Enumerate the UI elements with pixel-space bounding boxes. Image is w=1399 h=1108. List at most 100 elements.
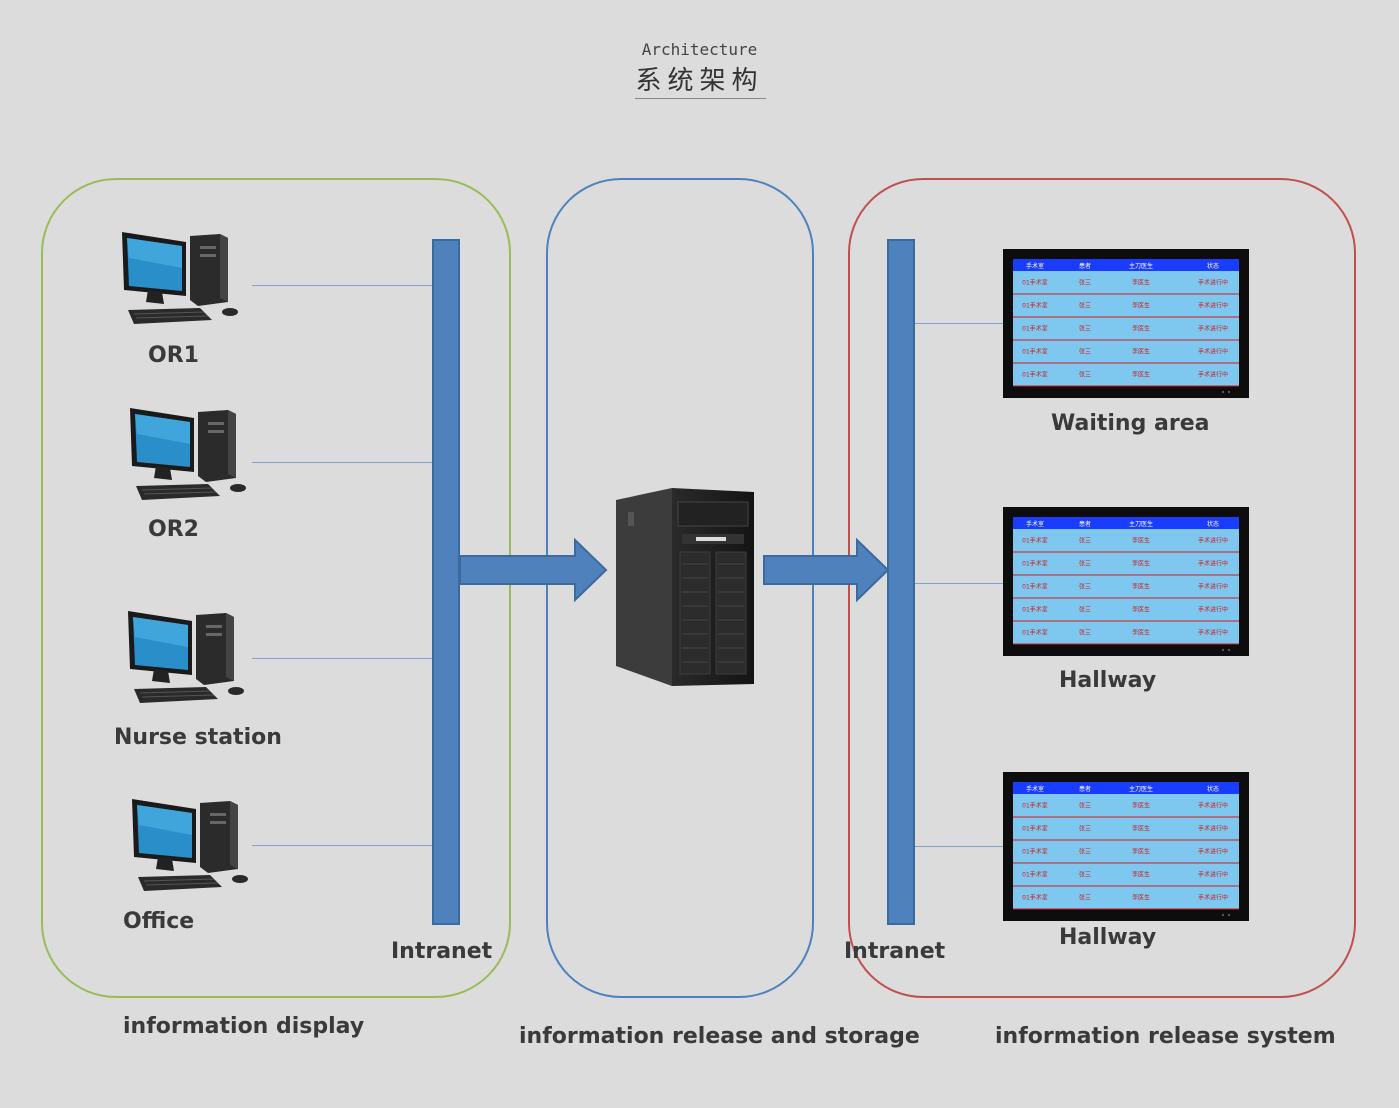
board-row-cell: 张三 <box>1079 825 1091 833</box>
board-header-cell: 患者 <box>1079 785 1091 793</box>
board-row-cell: 李医生 <box>1132 825 1150 833</box>
link-line-hallway-1 <box>913 583 1003 584</box>
board-header-cell: 状态 <box>1207 262 1219 270</box>
board-row-cell: 01手术室 <box>1022 802 1048 810</box>
link-line-office <box>252 845 433 846</box>
board-row-cell: 张三 <box>1079 871 1091 879</box>
board-header-cell: 主刀医生 <box>1129 262 1153 270</box>
board-row-cell: 手术进行中 <box>1198 629 1228 637</box>
board-row-cell: 手术进行中 <box>1198 871 1228 879</box>
board-row-cell: 手术进行中 <box>1198 583 1228 591</box>
board-row-cell: 手术进行中 <box>1198 894 1228 902</box>
board-row-cell: 张三 <box>1079 325 1091 333</box>
link-line-or2 <box>252 462 433 463</box>
board-row-cell: 李医生 <box>1132 894 1150 902</box>
board-row-cell: 01手术室 <box>1022 606 1048 614</box>
group-information-storage <box>546 178 814 998</box>
board-row-cell: 手术进行中 <box>1198 325 1228 333</box>
board-row-cell: 李医生 <box>1132 560 1150 568</box>
board-row-cell: 李医生 <box>1132 348 1150 356</box>
board-row-cell: 01手术室 <box>1022 848 1048 856</box>
board-header-cell: 患者 <box>1079 262 1091 270</box>
group-caption-information-display: information display <box>123 1014 365 1039</box>
board-row-cell: 张三 <box>1079 348 1091 356</box>
info-board-table: 手术室患者主刀医生状态01手术室张三李医生手术进行中01手术室张三李医生手术进行… <box>1003 249 1249 398</box>
desktop-computer-icon <box>122 232 238 324</box>
diagram-title-cn: 系统架构 <box>635 66 764 96</box>
board-header-cell: 主刀医生 <box>1129 520 1153 528</box>
display-label-hallway-1: Hallway <box>1059 668 1157 693</box>
board-row-cell: 张三 <box>1079 606 1091 614</box>
board-header-cell: 状态 <box>1207 520 1219 528</box>
group-information-release <box>848 178 1356 998</box>
computer-nurse-station <box>126 607 256 707</box>
board-row-cell: 李医生 <box>1132 325 1150 333</box>
board-row-cell: 手术进行中 <box>1198 371 1228 379</box>
board-row-cell: 张三 <box>1079 371 1091 379</box>
board-row-cell: 李医生 <box>1132 371 1150 379</box>
arrow-from-server <box>763 537 890 603</box>
board-row-cell: 01手术室 <box>1022 825 1048 833</box>
computer-label-or2: OR2 <box>148 517 199 542</box>
desktop-computer-icon <box>128 611 244 703</box>
board-row-cell: 01手术室 <box>1022 894 1048 902</box>
intranet-bus-left <box>432 239 460 925</box>
board-row-cell: 手术进行中 <box>1198 848 1228 856</box>
board-row-cell: 张三 <box>1079 279 1091 287</box>
board-row-cell: 手术进行中 <box>1198 302 1228 310</box>
info-board-table: 手术室患者主刀医生状态01手术室张三李医生手术进行中01手术室张三李医生手术进行… <box>1003 772 1249 921</box>
intranet-label-left: Intranet <box>391 939 493 964</box>
board-row-cell: 李医生 <box>1132 583 1150 591</box>
board-header-cell: 状态 <box>1207 785 1219 793</box>
computer-label-nurse-station: Nurse station <box>114 725 282 750</box>
board-row-cell: 手术进行中 <box>1198 560 1228 568</box>
board-header-cell: 手术室 <box>1026 785 1044 793</box>
computer-or1 <box>120 228 250 328</box>
group-information-display <box>41 178 511 998</box>
board-row-cell: 李医生 <box>1132 871 1150 879</box>
board-row-cell: 李医生 <box>1132 606 1150 614</box>
computer-office <box>130 795 260 895</box>
board-row-cell: 手术进行中 <box>1198 537 1228 545</box>
board-row-cell: 张三 <box>1079 302 1091 310</box>
board-row-cell: 张三 <box>1079 560 1091 568</box>
link-line-nurse-station <box>252 658 433 659</box>
board-header-cell: 手术室 <box>1026 520 1044 528</box>
board-row-cell: 手术进行中 <box>1198 825 1228 833</box>
board-header-cell: 主刀医生 <box>1129 785 1153 793</box>
board-row-cell: 01手术室 <box>1022 371 1048 379</box>
board-row-cell: 01手术室 <box>1022 537 1048 545</box>
board-row-cell: 李医生 <box>1132 537 1150 545</box>
board-row-cell: 01手术室 <box>1022 629 1048 637</box>
computer-label-or1: OR1 <box>148 343 199 368</box>
board-row-cell: 李医生 <box>1132 802 1150 810</box>
board-row-cell: 张三 <box>1079 537 1091 545</box>
info-board-table: 手术室患者主刀医生状态01手术室张三李医生手术进行中01手术室张三李医生手术进行… <box>1003 507 1249 656</box>
link-line-or1 <box>252 285 433 286</box>
server-tower-icon <box>616 488 754 686</box>
computer-or2 <box>128 404 258 504</box>
intranet-bus-right <box>887 239 915 925</box>
board-row-cell: 手术进行中 <box>1198 606 1228 614</box>
board-row-cell: 01手术室 <box>1022 871 1048 879</box>
desktop-computer-icon <box>132 799 248 891</box>
display-label-waiting-area: Waiting area <box>1051 411 1210 436</box>
intranet-label-right: Intranet <box>844 939 946 964</box>
computer-label-office: Office <box>123 909 195 934</box>
desktop-computer-icon <box>130 408 246 500</box>
board-row-cell: 张三 <box>1079 894 1091 902</box>
board-row-cell: 张三 <box>1079 583 1091 591</box>
link-line-waiting-area <box>913 323 1003 324</box>
diagram-title-en: Architecture <box>641 40 758 59</box>
board-row-cell: 01手术室 <box>1022 583 1048 591</box>
board-row-cell: 手术进行中 <box>1198 279 1228 287</box>
title-underline <box>635 98 766 99</box>
board-row-cell: 李医生 <box>1132 302 1150 310</box>
board-row-cell: 01手术室 <box>1022 302 1048 310</box>
arrow-to-server <box>459 537 608 603</box>
board-row-cell: 张三 <box>1079 802 1091 810</box>
board-row-cell: 李医生 <box>1132 848 1150 856</box>
